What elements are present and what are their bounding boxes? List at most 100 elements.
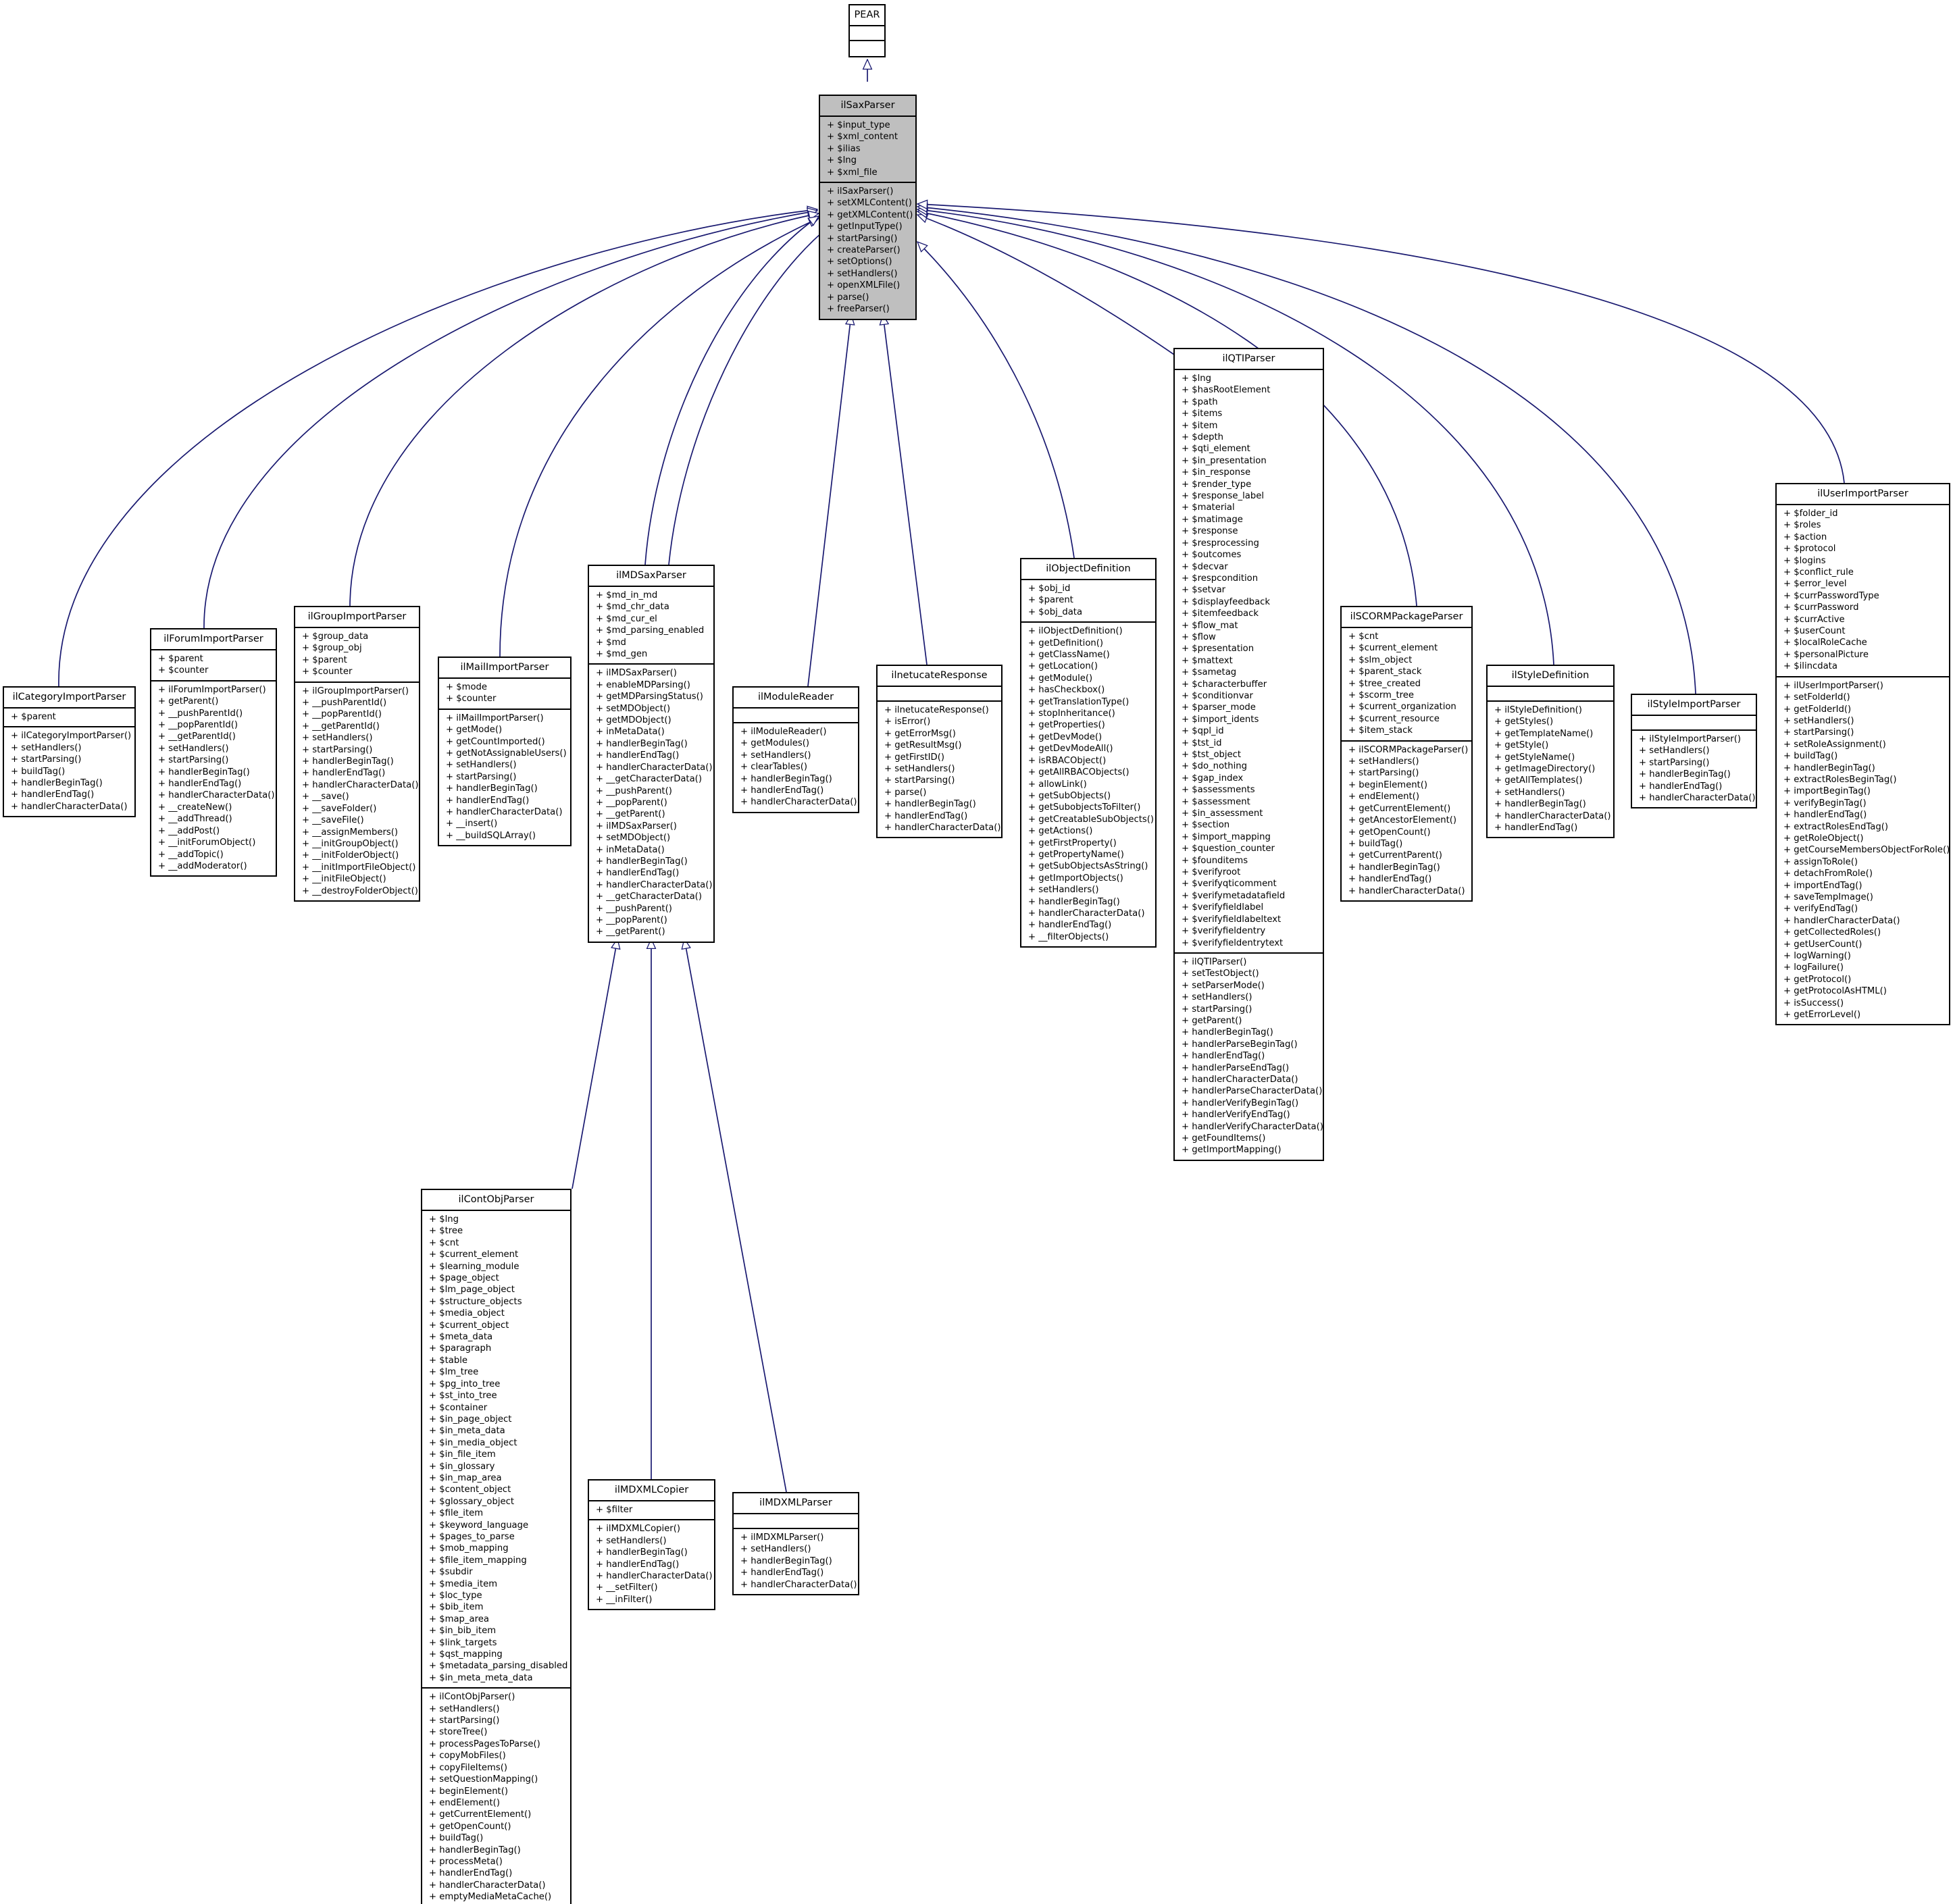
class-pear[interactable]: PEAR [848,4,886,57]
method: + setParserMode() [1182,980,1265,991]
method: + setHandlers() [1182,992,1252,1003]
method: + setMDObject() [596,833,671,844]
class-attributes: + $cnt+ $current_element+ $slm_object+ $… [1342,628,1471,742]
attribute: + $matimage [1182,514,1243,525]
method: + freeParser() [827,304,890,315]
class-ilcategoryimportparser[interactable]: ilCategoryImportParser+ $parent+ ilCateg… [3,686,136,818]
method: + __popParentId() [158,720,238,731]
method: + getRoleObject() [1783,833,1864,844]
attribute: + $parent [11,712,56,722]
method: + importBeginTag() [1783,786,1871,797]
method: + inMetaData() [596,727,665,738]
method: + handlerVerifyCharacterData() [1182,1121,1323,1132]
class-iluserimportparser[interactable]: ilUserImportParser+ $folder_id+ $roles+ … [1775,483,1950,1026]
class-ilmdxmlparser[interactable]: ilMDXMLParser+ ilMDXMLParser()+ setHandl… [732,1492,859,1596]
method: + handlerCharacterData() [740,797,857,808]
method: + handlerBeginTag() [11,778,103,789]
attribute: + $gap_index [1182,773,1244,783]
class-ilmdsaxparser[interactable]: ilMDSaxParser+ $md_in_md+ $md_chr_data+ … [588,565,715,943]
attribute: + $error_level [1783,579,1847,590]
method: + __popParent() [596,797,667,808]
attribute: + $ilias [827,143,861,154]
class-name: ilMDSaxParser [589,566,713,587]
attribute: + $in_file_item [429,1449,496,1460]
class-methods: + ilObjectDefinition()+ getDefinition()+… [1021,623,1155,946]
class-ilforumimportparser[interactable]: ilForumImportParser+ $parent+ $counter+ … [150,628,277,877]
method: + assignToRole() [1783,856,1858,867]
method: + __saveFolder() [302,803,377,814]
method: + __getCharacterData() [596,892,702,902]
method: + getAncestorElement() [1348,815,1457,826]
attribute: + $decvar [1182,561,1228,572]
method: + getAllTemplates() [1494,775,1583,786]
inheritance-edge-ilcategoryimportparser-to-ilsaxparser [58,209,817,687]
class-ilqtiparser[interactable]: ilQTIParser+ $lng+ $hasRootElement+ $pat… [1173,348,1324,1161]
attribute: + $assessments [1182,785,1255,796]
class-ilmodulereader[interactable]: ilModuleReader+ ilModuleReader()+ getMod… [732,686,859,813]
method: + buildTag() [1348,838,1403,849]
method: + getActions() [1028,826,1093,837]
attribute: + $media_item [429,1578,498,1589]
attribute: + $path [1182,396,1218,407]
class-ilscormpackageparser[interactable]: ilSCORMPackageParser+ $cnt+ $current_ele… [1340,606,1473,902]
attribute: + $currPassword [1783,602,1859,613]
attribute: + $lng [1182,374,1212,384]
class-ilgroupimportparser[interactable]: ilGroupImportParser+ $group_data+ $group… [294,606,420,902]
method: + storeTree() [429,1727,488,1738]
class-ilcontobjparser[interactable]: ilContObjParser+ $lng+ $tree+ $cnt+ $cur… [421,1189,572,1904]
method: + getParent() [158,696,219,707]
method: + ilMDSaxParser() [596,821,677,831]
class-ilsaxparser[interactable]: ilSaxParser+ $input_type+ $xml_content+ … [819,95,917,320]
class-ilmdxmlcopier[interactable]: ilMDXMLCopier+ $filter+ ilMDXMLCopier()+… [588,1479,715,1611]
attribute: + $response_label [1182,491,1265,502]
inheritance-edge-ilstyledefinition-to-ilsaxparser [917,209,1554,665]
method: + startParsing() [884,775,955,786]
attribute: + $verifyfieldentrytext [1182,937,1284,948]
attribute: + $conditionvar [1182,690,1253,701]
class-methods: + ilSaxParser()+ setXMLContent()+ getXML… [820,183,915,318]
class-ilobjectdefinition[interactable]: ilObjectDefinition+ $obj_id+ $parent+ $o… [1020,558,1157,948]
attribute: + $response [1182,526,1238,537]
method: + handlerBeginTag() [596,856,688,867]
method: + handlerBeginTag() [884,799,976,810]
class-ilmailimportparser[interactable]: ilMailImportParser+ $mode+ $counter+ ilM… [438,657,572,847]
inheritance-edge-ilobjectdefinition-to-ilsaxparser [917,242,1075,559]
method: + setQuestionMapping() [429,1774,538,1785]
method: + handlerCharacterData() [158,790,275,801]
attribute: + $import_idents [1182,714,1259,725]
attribute: + $qti_element [1182,444,1250,455]
inheritance-edge-ilscormpackageparser-to-ilsaxparser [917,211,1417,607]
method: + buildTag() [1783,751,1838,762]
attribute: + $localRoleCache [1783,638,1867,648]
method: + setFolderId() [1783,692,1850,703]
method: + getLocation() [1028,661,1098,672]
attribute: + $md_chr_data [596,602,669,613]
method: + getCourseMembersObjectForRole() [1783,845,1950,856]
attribute: + $group_data [302,632,369,642]
method: + startParsing() [1639,757,1710,768]
method: + handlerCharacterData() [302,779,419,790]
method: + handlerBeginTag() [429,1845,521,1855]
attribute: + $in_response [1182,467,1251,478]
method: + handlerBeginTag() [1639,769,1731,780]
attribute: + $glossary_object [429,1496,515,1507]
class-ilnetucateresponse[interactable]: ilnetucateResponse+ ilnetucateResponse()… [876,665,1003,839]
method: + handlerBeginTag() [596,738,688,749]
method: + startParsing() [429,1716,500,1726]
class-name: ilQTIParser [1175,349,1323,370]
method: + logWarning() [1783,951,1851,962]
method: + isError() [884,717,931,727]
method: + detachFromRole() [1783,869,1873,879]
attribute: + $current_element [429,1250,519,1260]
attribute: + $flow [1182,632,1216,642]
class-ilstyleimportparser[interactable]: ilStyleImportParser+ ilStyleImportParser… [1631,694,1757,809]
method: + handlerEndTag() [302,768,386,779]
method: + getErrorLevel() [1783,1010,1861,1021]
method: + handlerEndTag() [1182,1051,1265,1062]
method: + stopInheritance() [1028,709,1115,719]
method: + setHandlers() [1348,756,1419,767]
method: + setHandlers() [884,764,955,775]
class-ilstyledefinition[interactable]: ilStyleDefinition+ ilStyleDefinition()+ … [1486,665,1615,839]
method: + __addTopic() [158,849,224,860]
method: + buildTag() [429,1833,484,1844]
